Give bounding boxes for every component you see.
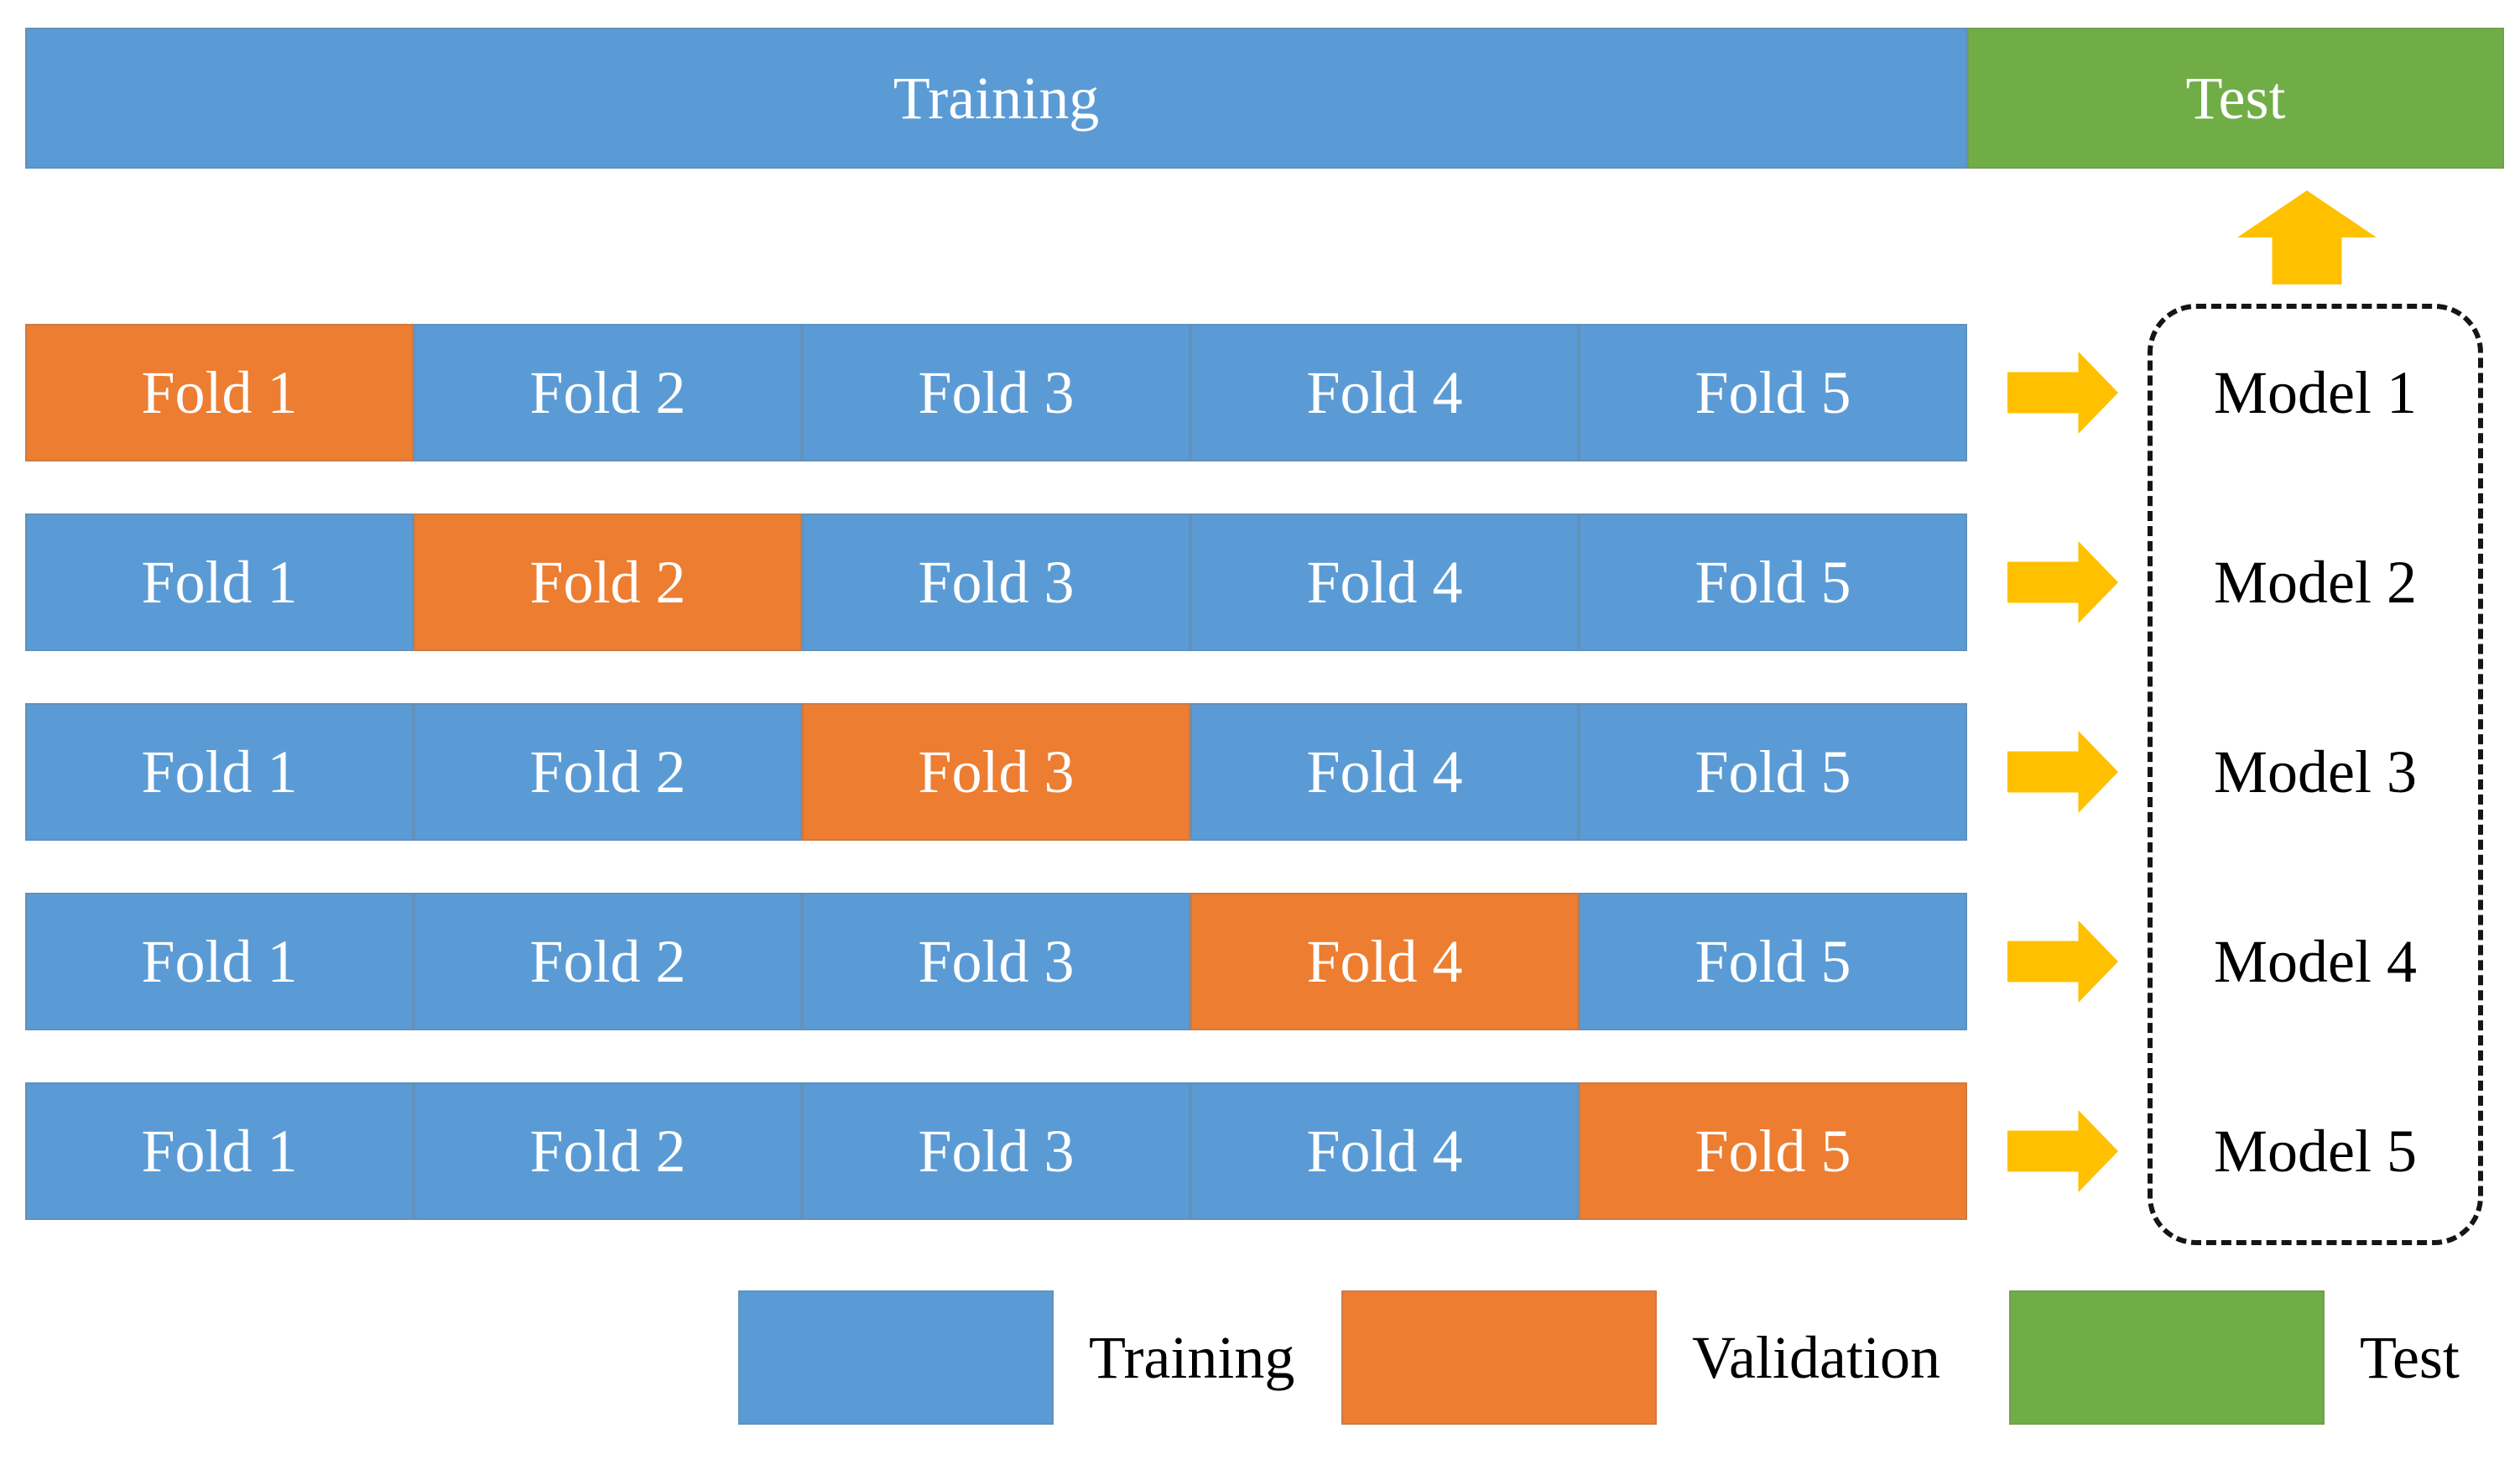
up-arrow-icon: [2237, 190, 2377, 284]
right-arrow-icon: [2007, 731, 2118, 813]
fold-cell: Fold 4: [1190, 1082, 1579, 1220]
models-group-box: [2148, 304, 2483, 1245]
model-label: Model 2: [2214, 549, 2417, 616]
fold-cell: Fold 1: [25, 1082, 414, 1220]
fold-cell: Fold 5: [1579, 893, 1967, 1030]
cv-row-2: Fold 1 Fold 2 Fold 3 Fold 4 Fold 5: [25, 513, 1967, 651]
cv-row-1: Fold 1 Fold 2 Fold 3 Fold 4 Fold 5: [25, 324, 1967, 461]
fold-cell: Fold 4: [1190, 703, 1579, 841]
legend-item-validation: Validation: [1341, 1290, 1940, 1425]
legend-swatch-validation: [1341, 1290, 1657, 1425]
fold-cell: Fold 3: [802, 324, 1190, 461]
legend-swatch-test: [2009, 1290, 2325, 1425]
fold-cell: Fold 2: [414, 513, 802, 651]
fold-cell: Fold 4: [1190, 513, 1579, 651]
training-segment: Training: [25, 28, 1967, 169]
model-label: Model 1: [2214, 359, 2417, 426]
fold-cell: Fold 4: [1190, 893, 1579, 1030]
cv-row-5: Fold 1 Fold 2 Fold 3 Fold 4 Fold 5: [25, 1082, 1967, 1220]
model-label: Model 5: [2214, 1118, 2417, 1185]
fold-cell: Fold 5: [1579, 324, 1967, 461]
fold-cell: Fold 3: [802, 1082, 1190, 1220]
fold-cell: Fold 3: [802, 703, 1190, 841]
model-label: Model 3: [2214, 738, 2417, 805]
fold-cell: Fold 1: [25, 893, 414, 1030]
fold-cell: Fold 3: [802, 513, 1190, 651]
legend-swatch-training: [738, 1290, 1054, 1425]
legend-label: Training: [1089, 1324, 1295, 1391]
legend-label: Validation: [1692, 1324, 1940, 1391]
fold-cell: Fold 1: [25, 513, 414, 651]
right-arrow-icon: [2007, 541, 2118, 623]
fold-cell: Fold 3: [802, 893, 1190, 1030]
right-arrow-icon: [2007, 920, 2118, 1003]
fold-cell: Fold 2: [414, 703, 802, 841]
legend-item-training: Training: [738, 1290, 1294, 1425]
cv-row-3: Fold 1 Fold 2 Fold 3 Fold 4 Fold 5: [25, 703, 1967, 841]
fold-cell: Fold 2: [414, 1082, 802, 1220]
test-segment: Test: [1967, 28, 2504, 169]
fold-cell: Fold 5: [1579, 1082, 1967, 1220]
fold-cell: Fold 1: [25, 703, 414, 841]
fold-cell: Fold 2: [414, 893, 802, 1030]
fold-cell: Fold 2: [414, 324, 802, 461]
fold-cell: Fold 5: [1579, 513, 1967, 651]
cv-row-4: Fold 1 Fold 2 Fold 3 Fold 4 Fold 5: [25, 893, 1967, 1030]
model-label: Model 4: [2214, 928, 2417, 995]
right-arrow-icon: [2007, 1110, 2118, 1192]
legend-item-test: Test: [2009, 1290, 2460, 1425]
fold-cell: Fold 1: [25, 324, 414, 461]
fold-cell: Fold 4: [1190, 324, 1579, 461]
right-arrow-icon: [2007, 352, 2118, 434]
legend-label: Test: [2360, 1324, 2460, 1391]
dataset-split-bar: Training Test: [25, 28, 2504, 169]
fold-cell: Fold 5: [1579, 703, 1967, 841]
